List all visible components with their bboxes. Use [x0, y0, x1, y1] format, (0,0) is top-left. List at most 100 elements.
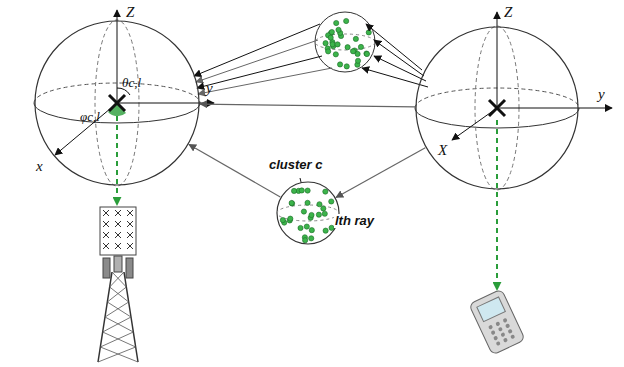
art-path: [103, 317, 134, 332]
art-circle: [490, 330, 495, 335]
art-line: [117, 10, 118, 103]
scatterer-dot: [328, 35, 333, 40]
ue-link: [496, 120, 498, 290]
axis-label: Z: [126, 4, 134, 21]
art-path: [127, 243, 133, 249]
scatterer-dot: [334, 20, 339, 25]
scatterer-dot: [336, 27, 341, 32]
axis-label: X: [438, 142, 447, 159]
scatterer-dot: [280, 217, 285, 222]
art-path: [103, 221, 109, 227]
array-link: [116, 116, 118, 205]
axis-label: y: [598, 86, 605, 103]
art-path: [100, 332, 135, 347]
tower-lattice: [98, 272, 138, 362]
scatter-cluster: cluster clth ray: [276, 181, 340, 245]
art-rect: [126, 258, 133, 278]
art-line: [55, 103, 117, 155]
scatterer-dot: [322, 211, 327, 216]
axis-label: Z: [504, 4, 512, 21]
tx-sphere-frame: [34, 10, 214, 186]
axis-label: y: [206, 80, 213, 97]
scatterer-dot: [323, 41, 328, 46]
art-circle: [502, 318, 507, 323]
art-path: [115, 243, 121, 249]
art-path: [127, 232, 133, 238]
art-rect: [114, 256, 122, 272]
scatterer-dot: [355, 58, 360, 63]
ray-connector: [189, 144, 280, 197]
art-path: [103, 232, 109, 238]
ray-connector: [200, 104, 415, 107]
rx-sphere-frame: [415, 12, 612, 190]
art-path: [127, 210, 133, 216]
art-line: [366, 24, 422, 70]
sphere-outline: [416, 27, 578, 189]
scatterer-dot: [344, 18, 349, 23]
art-line: [374, 56, 426, 81]
scatterer-dot: [288, 216, 293, 221]
node-outline: [34, 20, 200, 186]
art-circle: [493, 335, 498, 340]
art-path: [103, 243, 109, 249]
art-path: [107, 287, 128, 302]
scatterer-dot: [301, 209, 306, 214]
cluster-label: cluster c: [268, 158, 323, 172]
scatterer-dot: [344, 64, 349, 69]
scatterer-dot: [323, 189, 328, 194]
rx-sphere: ZyX: [415, 26, 579, 190]
scatterer-dot: [291, 188, 296, 193]
scatterer-dot: [337, 62, 342, 67]
ray-label: lth ray: [334, 214, 375, 228]
art-line: [374, 40, 424, 76]
art-line: [196, 40, 318, 82]
art-line: [194, 24, 320, 76]
art-line: [109, 95, 125, 111]
azimuth-angle: φc,l: [80, 110, 100, 124]
scatterer-dot: [326, 49, 331, 54]
scatterer-dot: [317, 202, 322, 207]
scattered-rays: [194, 24, 428, 94]
scatterer-dot: [329, 29, 334, 34]
art-line: [362, 68, 428, 87]
art-line: [489, 100, 505, 116]
scatterer-dot: [303, 238, 308, 243]
cluster-equator: [277, 205, 339, 221]
scatterer-dot: [353, 36, 358, 41]
ray-connector: [336, 148, 425, 198]
scatterer-dot: [333, 52, 338, 57]
art-path: [115, 232, 121, 238]
scatterer-dot: [298, 225, 303, 230]
elevation-angle: θc,l: [122, 76, 141, 90]
art-circle: [315, 12, 375, 72]
art-ellipse: [315, 34, 375, 50]
scatterer-dot: [350, 49, 355, 54]
art-path: [127, 221, 133, 227]
art-line: [489, 100, 505, 116]
scatterer-dot: [366, 30, 371, 35]
art-line: [197, 56, 322, 88]
scatterer-dot: [364, 51, 369, 56]
art-path: [115, 210, 121, 216]
art-rect: [103, 258, 110, 278]
scatterer-dot: [309, 228, 314, 233]
tx-sphere: Zyxθc,lφc,l: [34, 20, 200, 186]
art-rect: [100, 207, 136, 255]
scatterer-dot: [304, 224, 309, 229]
art-circle: [510, 334, 515, 339]
art-circle: [500, 332, 505, 337]
axis-label: x: [36, 158, 43, 175]
art-line: [198, 68, 332, 94]
art-rect: [469, 289, 525, 355]
scatterer-dot: [309, 212, 314, 217]
keypad: [488, 318, 515, 346]
art-circle: [496, 341, 501, 346]
art-circle: [495, 321, 500, 326]
art-circle: [503, 337, 508, 342]
scatterer-dots: [323, 18, 371, 69]
art-path: [105, 302, 131, 317]
scatterer-dot: [335, 42, 340, 47]
art-path: [115, 221, 121, 227]
art-circle: [508, 329, 513, 334]
